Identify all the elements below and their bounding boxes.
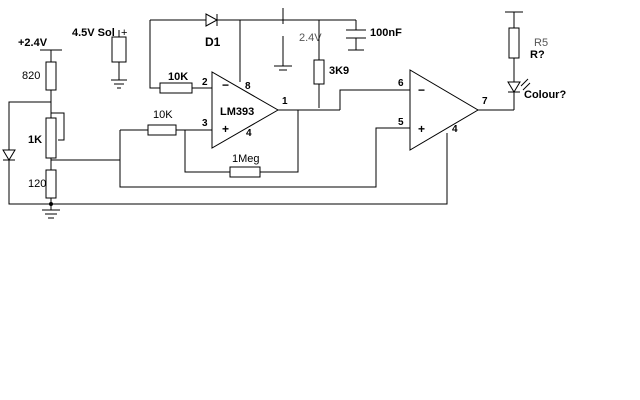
resistor-3k9	[313, 59, 325, 85]
pin-7: 7	[482, 96, 488, 107]
wire	[149, 20, 160, 89]
supply-mid-label: 2.4V	[299, 32, 322, 44]
resistor-10k-top	[159, 82, 193, 94]
junction-dot	[49, 202, 53, 206]
led-label: Colour?	[524, 89, 566, 101]
pin-4b: 4	[452, 124, 458, 135]
pin-4: 4	[246, 128, 252, 139]
pin-2: 2	[202, 77, 208, 88]
supply-plus-label: +2.4V	[18, 37, 48, 49]
resistor-r5-name: R5	[534, 37, 548, 49]
comparator-1: − + LM393 2 3 8 4 1 10K 10K 1Meg	[120, 71, 410, 178]
pin-5: 5	[398, 117, 404, 128]
diode-d1	[205, 13, 219, 27]
pin-6: 6	[398, 78, 404, 89]
comparator-2: − + 6 5 7 4	[398, 69, 514, 151]
solenoid-body	[111, 36, 127, 63]
wire-to-pin5	[119, 127, 410, 188]
top-rail: D1 2.4V 3K9 100nF	[149, 8, 402, 108]
comparator-1-plus: +	[222, 122, 229, 136]
led-branch: R5 R? Colour?	[505, 11, 566, 110]
resistor-820	[45, 61, 57, 91]
wire-to-pin6	[339, 89, 410, 110]
diode-d1-label: D1	[205, 35, 221, 49]
wire	[8, 101, 51, 150]
pin-3: 3	[202, 118, 208, 129]
comparator-2-plus: +	[418, 122, 425, 136]
resistor-820-label: 820	[22, 70, 40, 82]
solenoid: 4.5V Sol +	[72, 27, 127, 89]
resistor-r5	[508, 27, 520, 59]
resistor-1meg-label: 1Meg	[232, 153, 260, 165]
comparator-2-minus: −	[418, 83, 425, 97]
resistor-1meg	[229, 166, 261, 178]
led	[507, 81, 521, 93]
resistor-r5-value: R?	[530, 49, 545, 61]
pot-wiper	[50, 112, 65, 141]
resistor-10k-top-label: 10K	[168, 71, 188, 83]
pin-1: 1	[282, 96, 288, 107]
resistor-3k9-label: 3K9	[329, 65, 349, 77]
solenoid-plus: +	[121, 27, 127, 39]
resistor-120	[45, 169, 57, 199]
wire-feedback	[184, 130, 230, 173]
diode-left	[2, 149, 16, 161]
led-light-arrow	[520, 78, 529, 87]
left-divider: +2.4V 820 1K 120	[2, 37, 448, 219]
solenoid-label: 4.5V Sol	[72, 27, 115, 39]
resistor-10k-bottom	[147, 124, 177, 136]
ground-rail	[8, 133, 448, 205]
capacitor-label: 100nF	[370, 27, 402, 39]
resistor-120-label: 120	[28, 178, 46, 190]
ic-label: LM393	[220, 106, 254, 118]
comparator-2-body	[409, 69, 479, 151]
pin-8: 8	[245, 81, 251, 92]
potentiometer-1k	[45, 117, 57, 159]
potentiometer-label: 1K	[28, 134, 42, 146]
comparator-1-minus: −	[222, 78, 229, 92]
resistor-10k-bottom-label: 10K	[153, 109, 173, 121]
comparator-1-body	[211, 71, 280, 149]
